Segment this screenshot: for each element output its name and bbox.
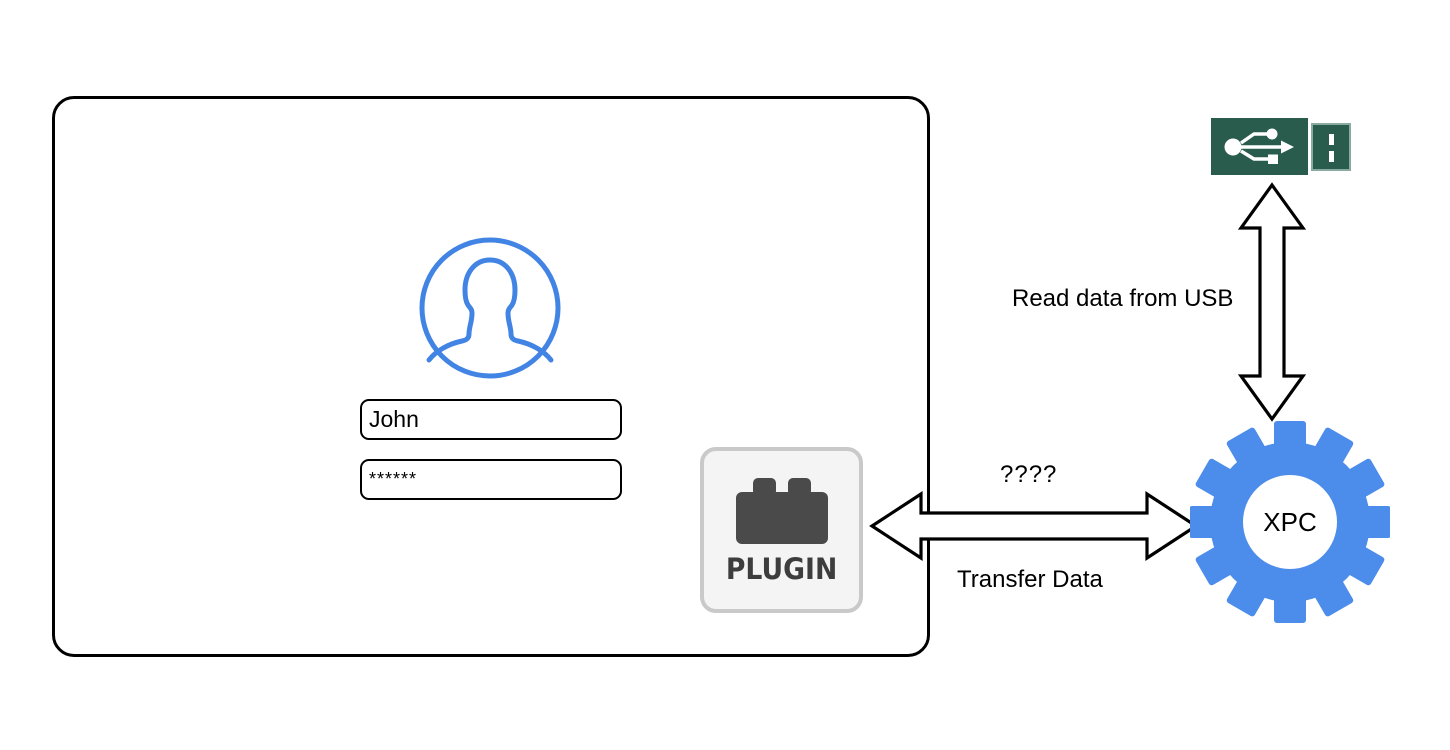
arrow-usb-xpc (1237, 182, 1307, 422)
usb-icon (1211, 118, 1308, 175)
lego-brick-icon (735, 478, 828, 544)
plugin-label: PLUGIN (725, 552, 838, 586)
gear-icon (1190, 421, 1390, 623)
edge-label-transfer-data: Transfer Data (957, 566, 1103, 593)
arrow-plugin-xpc (869, 491, 1199, 561)
usb-connector-icon (1311, 123, 1351, 171)
usb-connector-dash-bottom (1329, 151, 1334, 162)
username-input[interactable]: John (360, 399, 622, 440)
password-input[interactable]: ****** (360, 459, 622, 500)
usb-symbol-icon (1224, 128, 1294, 164)
plugin-tile[interactable]: PLUGIN (700, 447, 863, 613)
edge-label-read-usb: Read data from USB (1012, 285, 1234, 312)
user-avatar-icon (419, 237, 561, 379)
edge-label-unknown-channel: ???? (1000, 461, 1058, 488)
usb-connector-dash-top (1329, 134, 1334, 145)
